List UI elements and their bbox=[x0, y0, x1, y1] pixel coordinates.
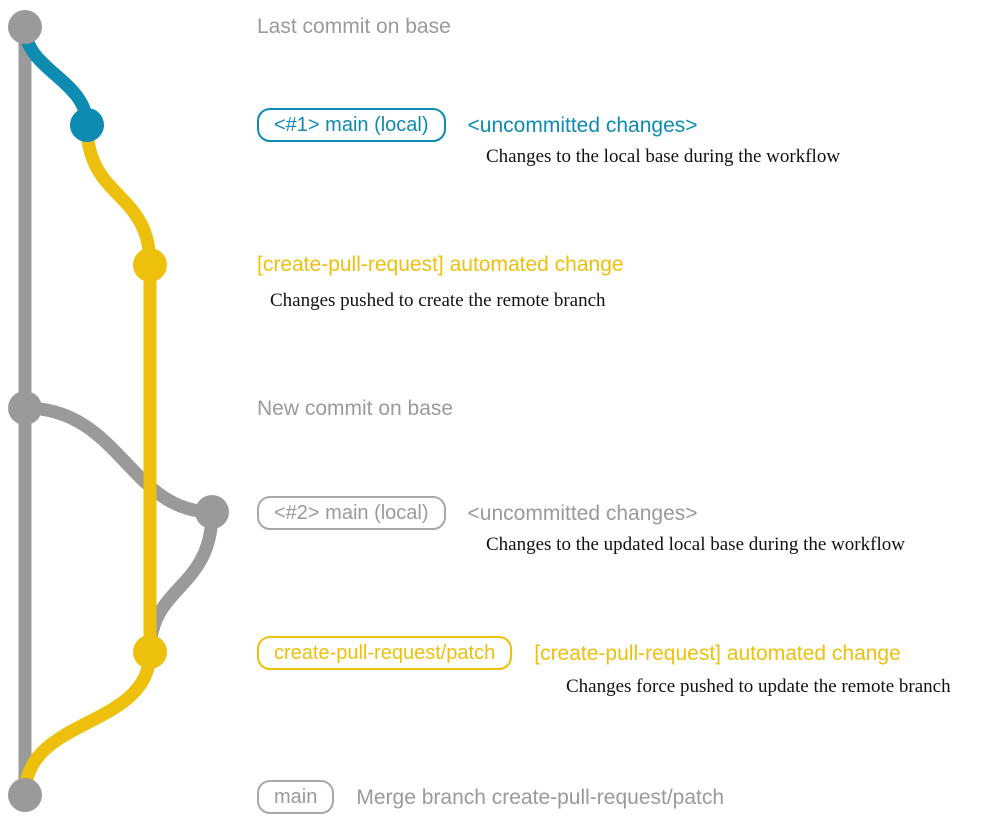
edge-local1-to-automated1 bbox=[80, 118, 157, 272]
commit-message-local-1: <uncommitted changes> bbox=[467, 113, 698, 137]
edge-local2-to-automated2 bbox=[143, 505, 219, 659]
branch-badge-create-pull-request-patch[interactable]: create-pull-request/patch bbox=[257, 636, 520, 670]
commit-message-local-2: <uncommitted changes> bbox=[467, 501, 698, 525]
branch-badge-main[interactable]: main bbox=[257, 780, 342, 814]
commit-message-last-commit-on-base: Last commit on base bbox=[257, 15, 451, 38]
commit-description-local-2: Changes to the updated local base during… bbox=[486, 534, 905, 555]
commit-node-base-new[interactable] bbox=[8, 391, 42, 425]
edge-base-to-local1 bbox=[18, 20, 94, 132]
commit-description-local-1: Changes to the local base during the wor… bbox=[486, 146, 841, 167]
commit-node-base-top[interactable] bbox=[8, 10, 42, 44]
commit-row-local-1: <#1> main (local) <uncommitted changes> bbox=[257, 108, 698, 142]
commit-description-automated-2: Changes force pushed to update the remot… bbox=[566, 676, 951, 697]
commit-description-automated-1: Changes pushed to create the remote bran… bbox=[270, 290, 606, 311]
branch-badge-main-local-2[interactable]: <#2> main (local) bbox=[257, 496, 453, 530]
commit-row-automated-2: create-pull-request/patch [create-pull-r… bbox=[257, 636, 901, 670]
edge-basenew-to-local2 bbox=[18, 401, 219, 519]
commit-message-automated-1: [create-pull-request] automated change bbox=[257, 253, 624, 276]
commit-node-local-1[interactable] bbox=[70, 108, 104, 142]
commit-row-local-2: <#2> main (local) <uncommitted changes> bbox=[257, 496, 698, 530]
commit-node-merge[interactable] bbox=[8, 778, 42, 812]
commit-node-automated-2[interactable] bbox=[133, 635, 167, 669]
commit-row-merge: main Merge branch create-pull-request/pa… bbox=[257, 780, 724, 814]
edge-automated2-to-merge bbox=[18, 645, 157, 802]
commit-message-automated-2: [create-pull-request] automated change bbox=[534, 641, 901, 665]
commit-message-merge: Merge branch create-pull-request/patch bbox=[356, 785, 725, 809]
commit-node-automated-1[interactable] bbox=[133, 248, 167, 282]
commit-node-local-2[interactable] bbox=[195, 495, 229, 529]
commit-message-new-commit-on-base: New commit on base bbox=[257, 397, 454, 420]
branch-badge-main-local-1[interactable]: <#1> main (local) bbox=[257, 108, 453, 142]
